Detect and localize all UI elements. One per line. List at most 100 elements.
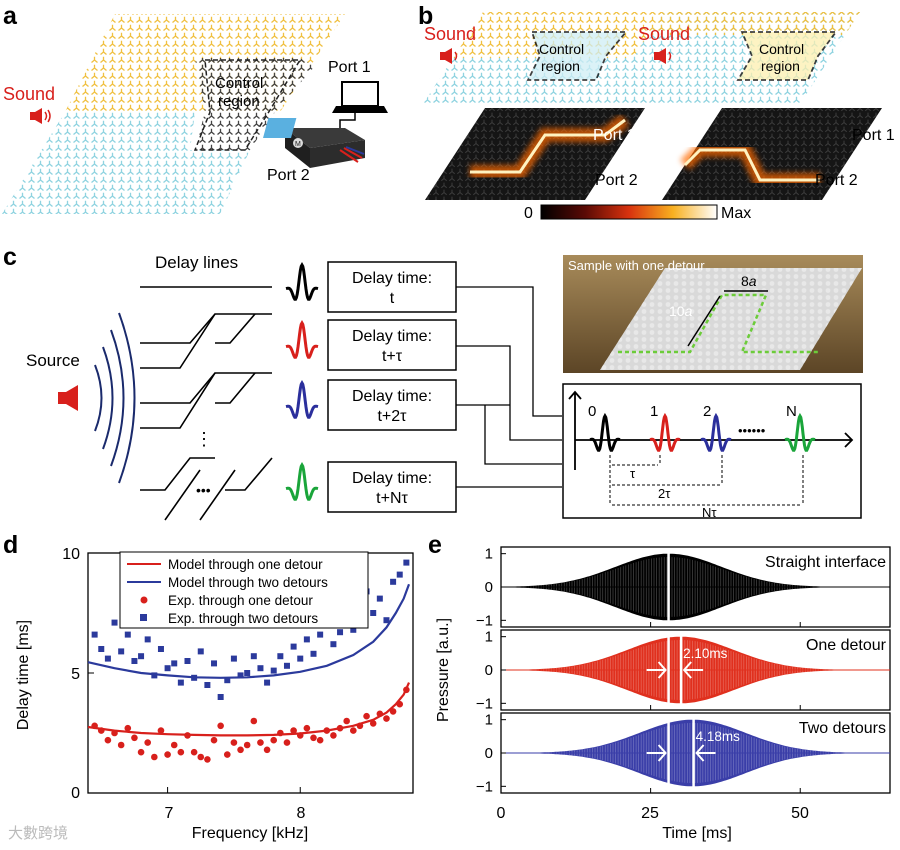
b-port2-left: Port 2 <box>595 172 638 189</box>
chart-d-point-exp1 <box>283 739 291 746</box>
chart-e-ylabel: Pressure [a.u.] <box>435 618 452 722</box>
source-wavefronts <box>94 312 136 484</box>
chart-d-point-exp1 <box>117 741 125 749</box>
chart-d-point-exp2 <box>244 670 251 676</box>
chart-d-point-exp2 <box>118 648 125 655</box>
speaker-icon-b-left <box>440 48 458 64</box>
panel-c-label: c <box>3 243 17 271</box>
chart-e-xtick-50: 50 <box>791 805 809 822</box>
sound-label-a: Sound <box>3 84 55 104</box>
speaker-icon-b-right <box>654 48 672 64</box>
panel-d: d Delay time [ms] Frequency [kHz] 7 8 0 … <box>3 531 414 842</box>
chart-d-point-exp2 <box>191 674 198 681</box>
chart-d-point-exp2 <box>197 648 204 655</box>
chart-d-point-exp2 <box>277 653 284 660</box>
photo-10a: 10a <box>669 303 693 319</box>
timeline-label-1: 1 <box>650 403 658 420</box>
chart-d-point-exp2 <box>124 631 131 638</box>
horizontal-dots: ••• <box>196 482 211 498</box>
delay-box-0 <box>327 261 457 313</box>
b-control-region-left <box>526 31 628 81</box>
timeline-pulse-0 <box>589 412 621 452</box>
chart-d-point-exp1 <box>310 734 317 742</box>
chart-d-point-exp2 <box>310 650 317 657</box>
chart-d-series-line-0 <box>87 682 411 737</box>
chart-d-point-exp1 <box>151 753 158 761</box>
chart-d-point-exp1 <box>157 727 165 734</box>
chart-d-point-exp1 <box>396 700 404 708</box>
chart-d-point-exp2 <box>104 655 111 662</box>
chart-d-point-exp1 <box>296 732 304 739</box>
chart-d-point-exp1 <box>184 732 191 739</box>
b-port2-right: Port 2 <box>815 172 858 189</box>
chart-d-point-exp1 <box>369 720 377 727</box>
heat-path-right <box>683 148 820 182</box>
chart-d-point-exp1 <box>356 722 364 730</box>
chart-d-ytick-0: 0 <box>71 785 80 802</box>
chart-d-point-exp1 <box>336 724 344 732</box>
chart-d-point-exp1 <box>204 756 211 763</box>
panel-a-label: a <box>3 2 18 30</box>
chart-d-point-exp1 <box>164 751 171 758</box>
chart-d-point-exp2 <box>204 682 211 688</box>
chart-d-point-exp2 <box>403 559 410 566</box>
chart-d-point-exp1 <box>190 748 198 756</box>
delay-box-line1-3: Delay time: <box>352 470 432 487</box>
panel-b-label: b <box>418 2 433 30</box>
b-port1-left: Port 1 <box>593 127 636 144</box>
lattice-control-region <box>195 58 315 150</box>
timeline-pulse-3 <box>784 412 816 452</box>
sound-label-b-right: Sound <box>638 24 690 44</box>
chart-e-ytick-2-1: 0 <box>485 745 493 762</box>
timeline-label-n: N <box>786 403 797 420</box>
chart-e-ytick-0-1: 0 <box>485 579 493 596</box>
chart-d-point-exp1 <box>303 724 311 732</box>
chart-d-point-exp1 <box>230 739 238 746</box>
chart-d-point-exp1 <box>137 748 145 756</box>
chart-d-point-exp2 <box>157 646 164 652</box>
chart-d-point-exp1 <box>363 712 370 720</box>
chart-d-point-exp1 <box>170 741 178 749</box>
chart-e-arrow-left-2 <box>646 744 667 762</box>
chart-d-point-exp2 <box>151 672 158 679</box>
chart-d-point-exp1 <box>131 734 138 742</box>
chart-e-xtick-0: 0 <box>497 805 506 822</box>
chart-d-point-exp2 <box>138 653 145 660</box>
colorbar-max: Max <box>721 205 751 222</box>
chart-d-point-exp2 <box>330 641 337 648</box>
chart-d-plot <box>87 552 411 794</box>
panel-e-label: e <box>428 531 442 559</box>
chart-d-point-exp2 <box>171 660 178 667</box>
colorbar <box>540 204 718 220</box>
chart-d-point-exp1 <box>223 751 231 758</box>
delay-pulse-3 <box>285 461 319 501</box>
chart-e-arrow-right-2 <box>695 744 716 762</box>
delay-lines-label: Delay lines <box>155 253 238 272</box>
chart-d-point-exp2 <box>230 655 237 662</box>
chart-e-ytick-0-0: 1 <box>485 546 493 563</box>
colorbar-min: 0 <box>524 205 533 222</box>
chart-e-ytick-1-1: 0 <box>485 662 493 679</box>
chart-e-ytick-2-0: 1 <box>485 712 493 729</box>
chart-d-point-exp1 <box>237 746 244 754</box>
panel-a: a Control region Sound Port 1 M Port 2 <box>2 2 388 214</box>
connector-lines <box>456 286 562 488</box>
chart-e-ytick-1-0: 1 <box>485 629 493 646</box>
chart-e-series-name-2: Two detours <box>799 720 886 737</box>
chart-e-series-name-1: One detour <box>806 637 887 654</box>
chart-d-point-exp1 <box>389 708 397 715</box>
chart-d-point-exp2 <box>350 626 357 633</box>
panel-c: c Delay lines Source ⋮ ••• Delay <box>3 243 863 521</box>
chart-e-ytick-1-2: −1 <box>476 695 493 712</box>
delay-box-3 <box>327 461 457 513</box>
chart-d-point-exp2 <box>224 677 231 684</box>
b-control-label-1-right: Control <box>759 41 804 57</box>
chart-d-point-exp2 <box>383 617 390 624</box>
chart-e-arrow-left-1 <box>646 661 667 679</box>
chart-d-point-exp1 <box>277 729 284 737</box>
delay-pulse-2 <box>285 379 319 419</box>
